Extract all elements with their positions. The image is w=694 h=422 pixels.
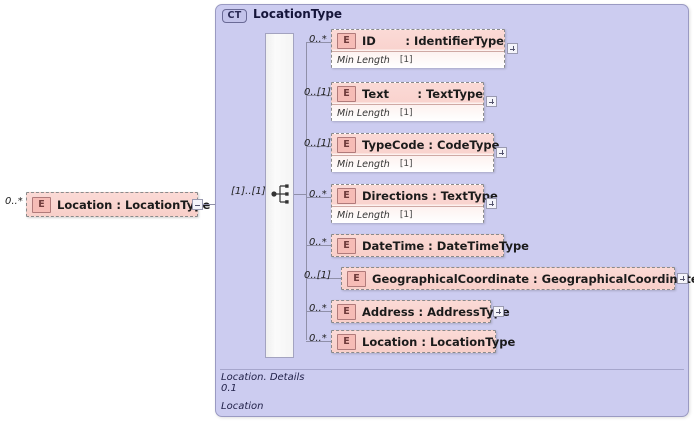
element-type-id: : IdentifierType: [405, 33, 504, 48]
element-name-text: Text: [362, 86, 390, 101]
expander-plus-address-icon[interactable]: [493, 306, 504, 317]
facet-value-directions: [1]: [399, 210, 413, 220]
element-badge-icon: E: [337, 32, 356, 49]
footer-line-3: Location: [221, 401, 264, 412]
facet-row-text: Min Length [1]: [332, 104, 483, 121]
expander-plus-directions-icon[interactable]: [486, 198, 497, 209]
facet-value-id: [1]: [399, 55, 413, 65]
element-name-id: ID: [362, 33, 376, 48]
compositor-cardinality: [1]..[1]: [231, 186, 266, 197]
root-cardinality: 0..*: [5, 196, 23, 207]
element-type-text: : TextType: [417, 86, 483, 101]
element-type-directions: : TextType: [432, 188, 498, 203]
branch-line-location: [306, 341, 331, 342]
element-box-geographicalcoordinate[interactable]: E GeographicalCoordinate : GeographicalC…: [341, 267, 694, 290]
element-badge-icon: E: [347, 270, 366, 287]
facet-name-typecode: Min Length: [337, 158, 390, 170]
element-box-directions[interactable]: E Directions : TextType Min Length [1]: [331, 184, 498, 223]
element-name-directions: Directions: [362, 188, 429, 203]
facet-row-id: Min Length [1]: [332, 51, 504, 68]
element-box-datetime[interactable]: E DateTime : DateTimeType: [331, 234, 529, 257]
facet-row-directions: Min Length [1]: [332, 206, 483, 223]
expander-plus-text-icon[interactable]: [486, 96, 497, 107]
element-badge-icon: E: [32, 196, 51, 213]
facet-name-directions: Min Length: [337, 209, 390, 221]
branch-line-address: [306, 311, 331, 312]
element-type-datetime: : DateTimeType: [428, 238, 529, 253]
facet-name-text: Min Length: [337, 107, 390, 119]
root-connector-line: [203, 204, 216, 205]
element-name-datetime: DateTime: [362, 238, 425, 253]
expander-plus-geocoord-icon[interactable]: [677, 273, 688, 284]
element-badge-icon: E: [337, 85, 356, 102]
facet-row-typecode: Min Length [1]: [332, 155, 493, 172]
element-box-id[interactable]: E ID : IdentifierType Min Length [1]: [331, 29, 505, 68]
child-cardinality-datetime: 0..*: [309, 237, 327, 248]
element-type-typecode: : CodeType: [428, 137, 500, 152]
element-badge-icon: E: [337, 333, 356, 350]
compositor-stem-line: [294, 194, 307, 195]
footer-line-2: 0.1: [221, 383, 237, 394]
root-expander-minus-icon[interactable]: [192, 199, 203, 210]
element-type-address: : AddressType: [418, 304, 510, 319]
element-type-location: : LocationType: [421, 334, 516, 349]
complextype-badge-icon: CT: [222, 9, 247, 23]
element-name-typecode: TypeCode: [362, 137, 425, 152]
footer-separator: [220, 369, 684, 370]
element-badge-icon: E: [337, 237, 356, 254]
child-cardinality-address: 0..*: [309, 303, 327, 314]
expander-plus-typecode-icon[interactable]: [496, 147, 507, 158]
branch-line-text: [306, 95, 331, 96]
all-compositor-icon: [271, 184, 289, 204]
element-box-text[interactable]: E Text : TextType Min Length [1]: [331, 82, 484, 121]
element-badge-icon: E: [337, 187, 356, 204]
element-box-address[interactable]: E Address : AddressType: [331, 300, 510, 323]
complextype-title: LocationType: [253, 7, 343, 21]
element-name-geocoord: GeographicalCoordinate: [372, 271, 530, 286]
facet-name-id: Min Length: [337, 54, 390, 66]
facet-value-text: [1]: [399, 108, 413, 118]
root-element-location[interactable]: E Location : LocationType: [26, 192, 210, 217]
root-element-label: Location : LocationType: [57, 197, 211, 212]
branch-line-datetime: [306, 245, 331, 246]
child-cardinality-directions: 0..*: [309, 189, 327, 200]
child-cardinality-geocoord: 0..[1]: [304, 270, 331, 281]
expander-plus-id-icon[interactable]: [507, 43, 518, 54]
branch-line-directions: [306, 197, 331, 198]
element-box-location[interactable]: E Location : LocationType: [331, 330, 515, 353]
child-cardinality-location: 0..*: [309, 333, 327, 344]
child-cardinality-id: 0..*: [309, 34, 327, 45]
compositor-trunk-line: [306, 42, 307, 340]
branch-line-id: [306, 42, 331, 43]
element-name-location: Location: [362, 334, 418, 349]
element-name-address: Address: [362, 304, 415, 319]
child-cardinality-text: 0..[1]: [304, 87, 331, 98]
element-type-geocoord: : GeographicalCoordinateType: [533, 271, 694, 286]
branch-line-typecode: [306, 146, 331, 147]
element-badge-icon: E: [337, 303, 356, 320]
element-box-typecode[interactable]: E TypeCode : CodeType Min Length [1]: [331, 133, 499, 172]
footer-line-1: Location. Details: [221, 372, 305, 383]
branch-line-geocoord: [306, 278, 341, 279]
facet-value-typecode: [1]: [399, 159, 413, 169]
child-cardinality-typecode: 0..[1]: [304, 138, 331, 149]
element-badge-icon: E: [337, 136, 356, 153]
